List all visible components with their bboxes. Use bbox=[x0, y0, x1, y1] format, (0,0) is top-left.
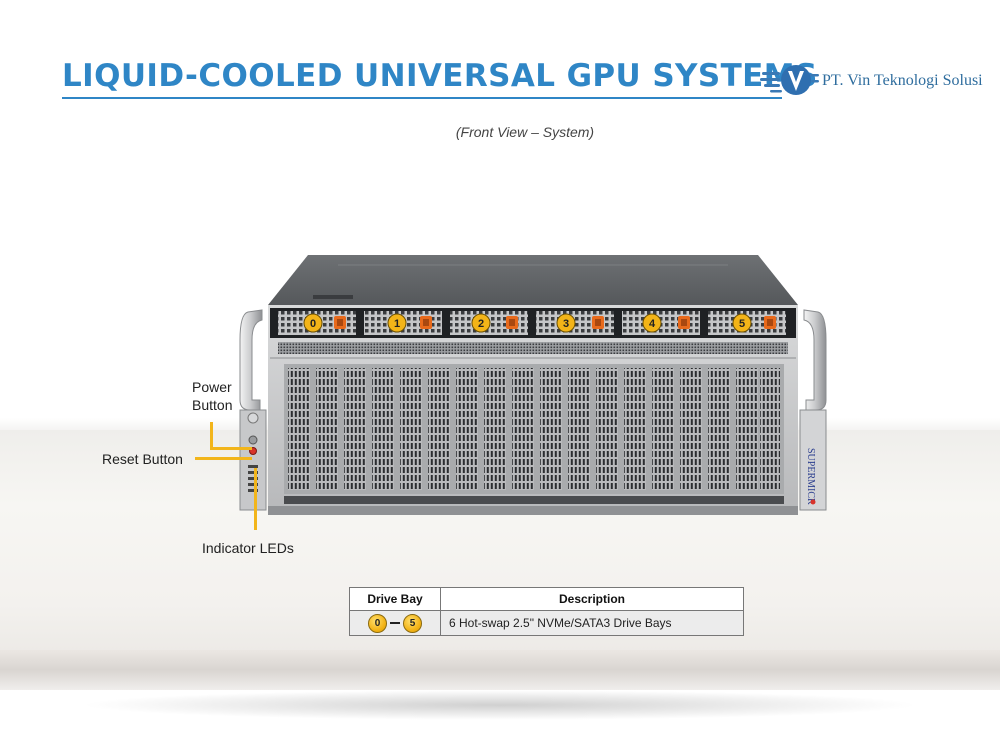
server-chassis: 0 1 2 3 4 5 bbox=[239, 255, 827, 515]
drive-badge-2: 2 bbox=[471, 313, 491, 333]
view-subtitle: (Front View – System) bbox=[455, 124, 595, 140]
drive-badge-label: 5 bbox=[739, 318, 745, 330]
indicator-leds bbox=[248, 465, 258, 492]
power-button bbox=[248, 435, 258, 445]
power-callout-horizontal bbox=[210, 447, 252, 450]
drive-badge-4: 4 bbox=[642, 313, 662, 333]
brand-label: SUPERMICR bbox=[805, 448, 816, 505]
drive-badge-3: 3 bbox=[556, 313, 576, 333]
column-header-description: Description bbox=[440, 587, 744, 611]
page-title: LIQUID-COOLED UNIVERSAL GPU SYSTEMS bbox=[62, 58, 818, 94]
drive-badge-label: 2 bbox=[478, 318, 484, 330]
drive-badge-5: 5 bbox=[732, 313, 752, 333]
drive-badges: 0 1 2 3 4 5 bbox=[303, 313, 752, 333]
indicator-leds-label: Indicator LEDs bbox=[202, 540, 294, 556]
winged-v-logo-icon bbox=[760, 65, 819, 95]
bay-end-badge: 5 bbox=[403, 613, 422, 633]
chassis-top bbox=[268, 255, 798, 305]
left-thumbscrew bbox=[247, 412, 259, 424]
right-handle bbox=[803, 309, 827, 411]
reset-button-label: Reset Button bbox=[102, 451, 183, 467]
control-panel bbox=[239, 409, 267, 511]
drive-badge-label: 3 bbox=[563, 318, 569, 330]
power-callout-vertical bbox=[210, 422, 213, 449]
company-name: PT. Vin Teknologi Solusi bbox=[822, 72, 983, 89]
drive-badge-label: 4 bbox=[649, 318, 656, 330]
right-ear bbox=[799, 409, 827, 511]
vent-strip bbox=[278, 342, 788, 354]
drive-badge-0: 0 bbox=[303, 313, 323, 333]
drive-badge-label: 1 bbox=[394, 318, 400, 330]
gpu-slot-columns bbox=[288, 368, 780, 490]
drive-badge-1: 1 bbox=[387, 313, 407, 333]
brand-dot bbox=[810, 499, 816, 505]
title-underline bbox=[62, 97, 782, 99]
drive-badge-label: 0 bbox=[310, 318, 316, 330]
leds-callout-line bbox=[254, 468, 257, 530]
table-header-row: Drive Bay Description bbox=[349, 587, 744, 611]
column-header-drive-bay: Drive Bay bbox=[349, 587, 441, 611]
drive-bay-2 bbox=[450, 311, 528, 335]
reset-callout-line bbox=[195, 457, 252, 460]
bay-start-badge: 0 bbox=[368, 613, 387, 633]
floor-shadow bbox=[80, 690, 920, 720]
background-band-lower bbox=[0, 650, 1000, 690]
description-cell: 6 Hot-swap 2.5" NVMe/SATA3 Drive Bays bbox=[440, 610, 744, 636]
range-dash bbox=[390, 622, 400, 624]
power-button-label: Power Button bbox=[192, 379, 233, 413]
left-handle bbox=[239, 309, 263, 411]
